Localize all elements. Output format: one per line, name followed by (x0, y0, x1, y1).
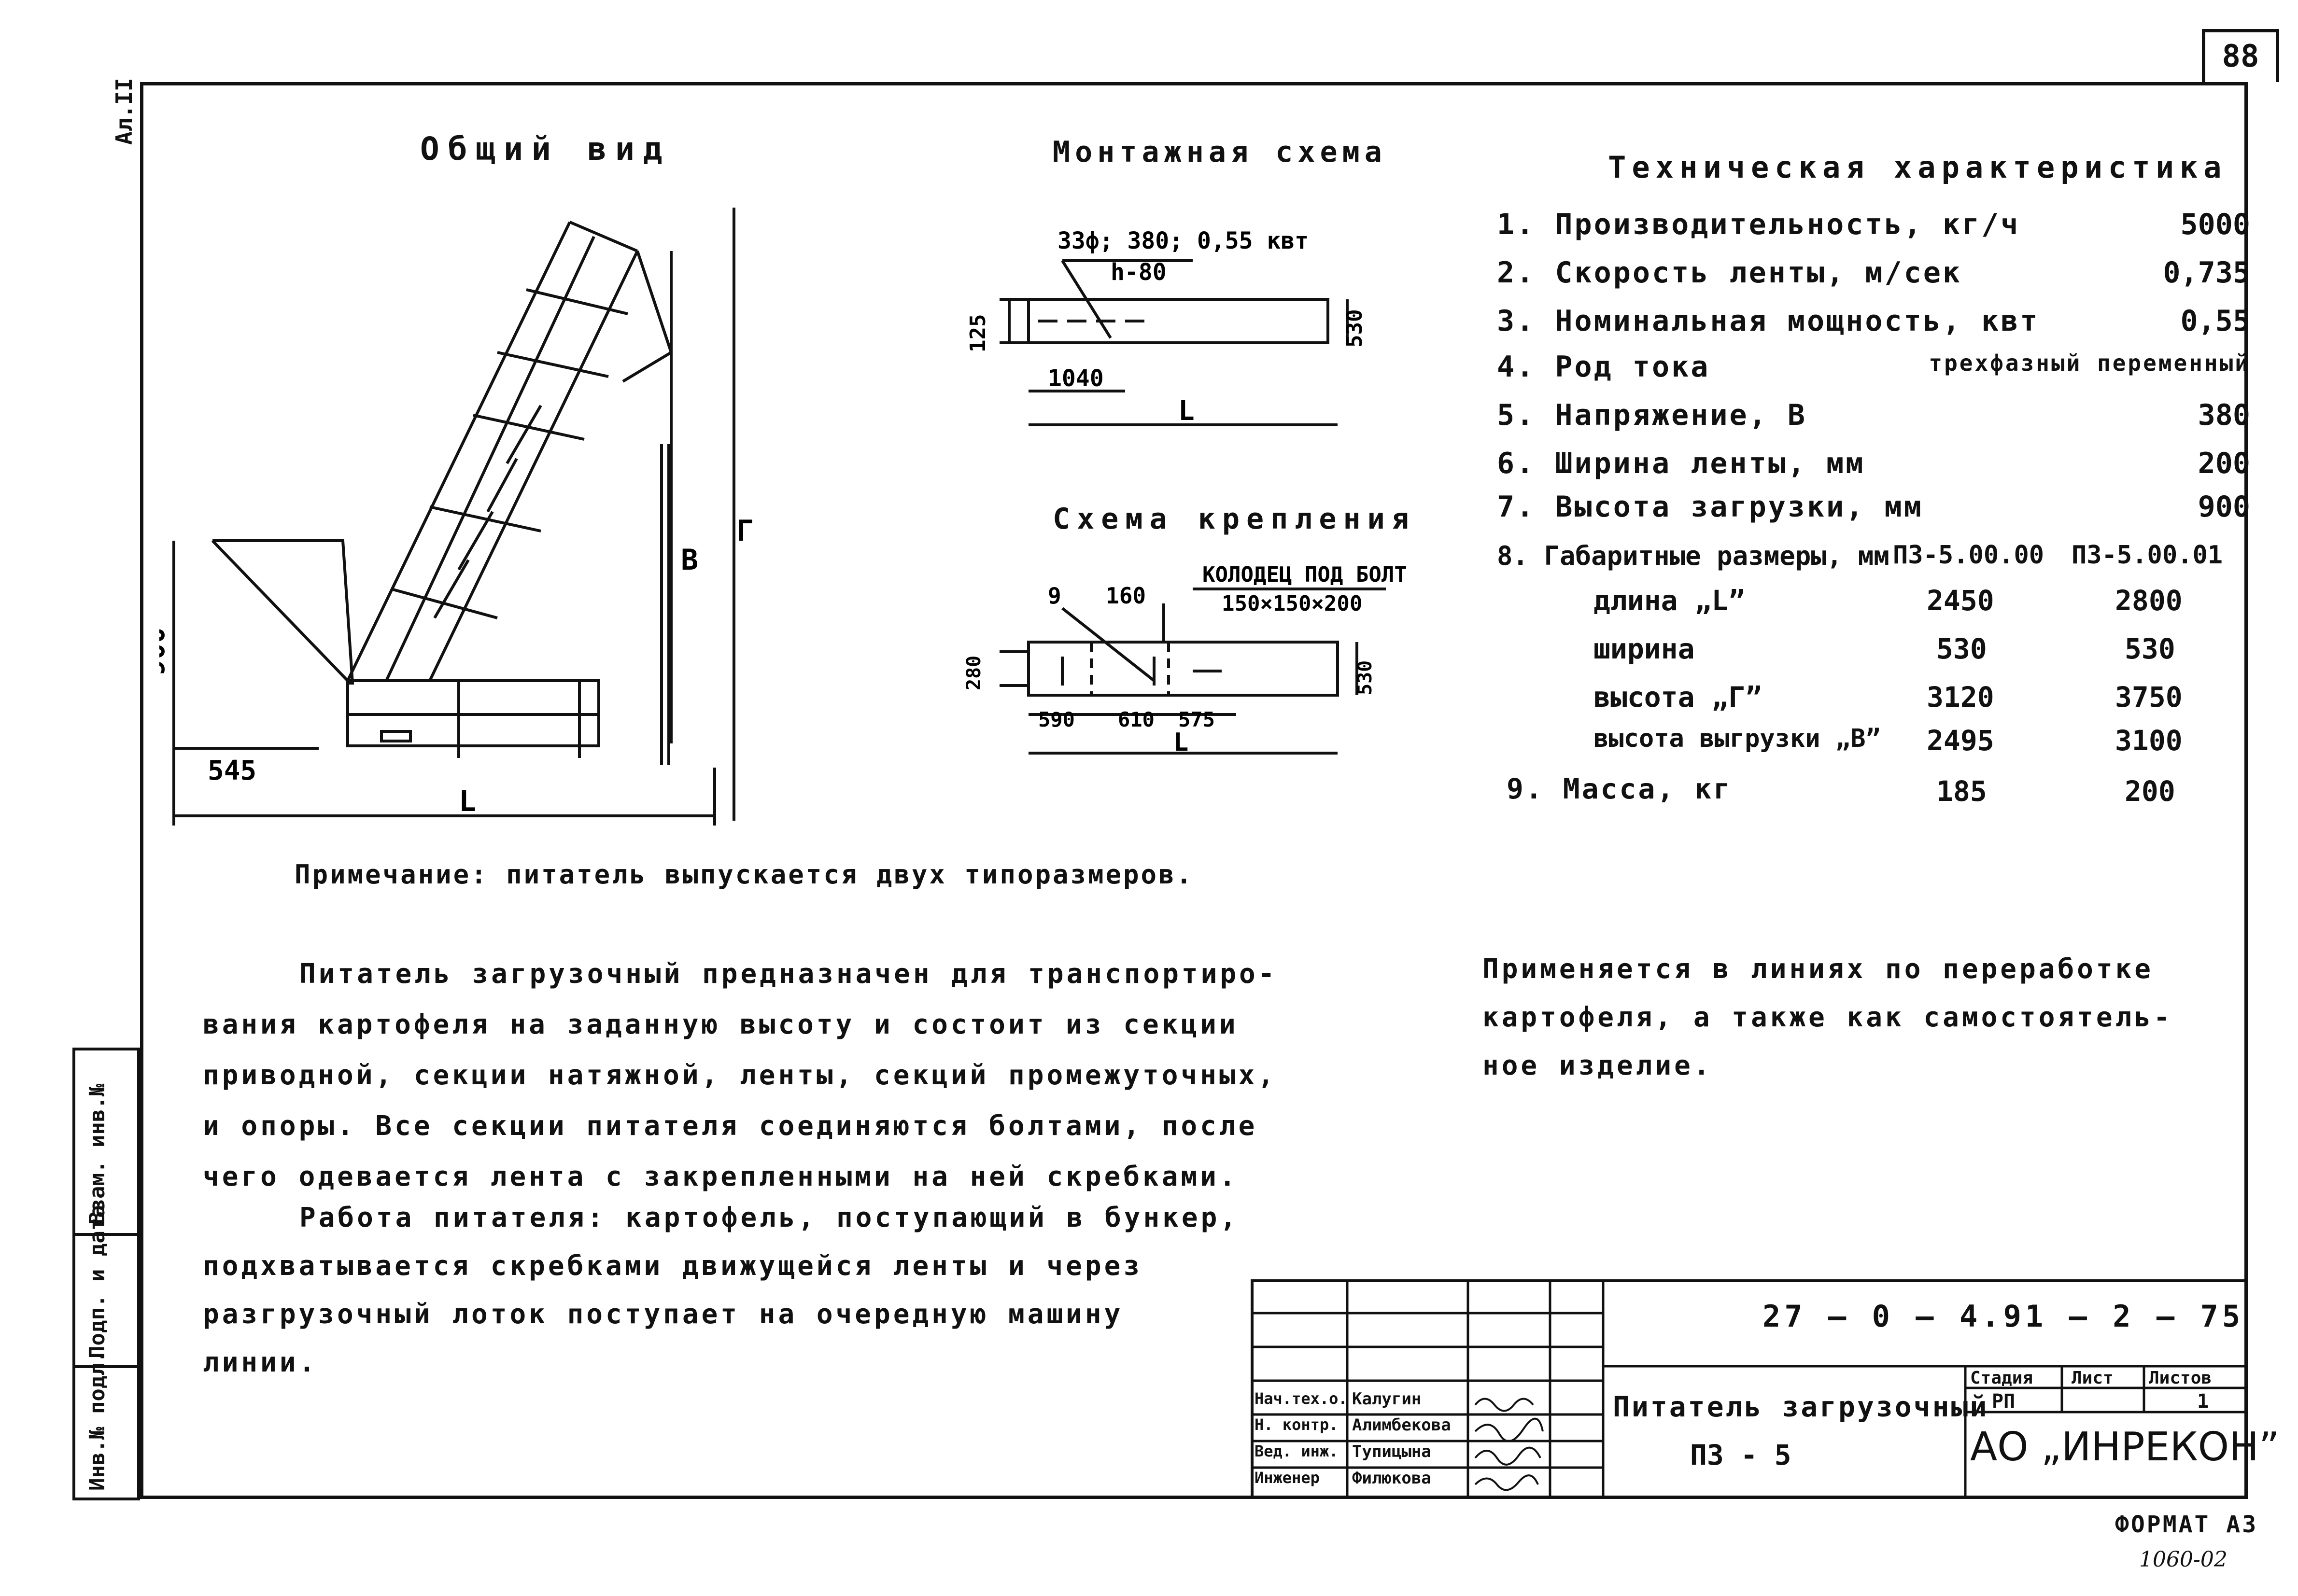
dim-9: 9 (1048, 583, 1061, 609)
hopper-outline (212, 539, 354, 685)
dim-G: Г (736, 514, 754, 548)
corner-note: Ал.II (111, 78, 137, 145)
drawing-frame (140, 82, 2248, 1499)
sheet-number: 88 (2202, 29, 2279, 82)
title-block-grid (1251, 1279, 2248, 1499)
sheet-header: Лист (2072, 1368, 2114, 1388)
note: Примечание: питатель выпускается двух ти… (295, 859, 1194, 890)
dims-row: ширина (1593, 632, 1695, 665)
stage-value: РП (1992, 1390, 2016, 1413)
side-stamp-cell-1: Взам. инв.№ (72, 1048, 140, 1236)
product-code: П3 - 5 (1690, 1439, 1791, 1471)
motor-note: 3Зф; 380; 0,55 квт (1057, 227, 1309, 254)
dims-col1: П3-5.00.00 (1893, 541, 2044, 570)
dim-280: 280 (963, 656, 985, 690)
dims-row: высота „Г” (1593, 681, 1762, 714)
stage-header: Стадия (1970, 1368, 2033, 1388)
dim-L-fixing: L (1173, 728, 1188, 757)
dims-label: 8. Габаритные размеры, мм (1497, 541, 1889, 571)
dim-545: 545 (208, 755, 256, 786)
fixing-scheme-title: Схема крепления (1053, 502, 1416, 536)
fixing-scheme-drawing: КОЛОДЕЦ ПОД БОЛТ М12 150×150×200 9 160 2… (963, 562, 1410, 757)
side-stamp-cell-2: Подп. и дата (72, 1205, 140, 1368)
dim-575: 575 (1178, 708, 1215, 731)
dim-590: 590 (1038, 708, 1075, 731)
tech-title: Техническая характеристика (1608, 150, 2228, 185)
dim-L: L (459, 784, 476, 818)
well-note-1: КОЛОДЕЦ ПОД БОЛТ М12 (1202, 562, 1410, 587)
archive-number: 1060-02 (2139, 1547, 2228, 1572)
dims-row: высота выгрузки „В” (1593, 724, 1881, 753)
general-view-title: Общий вид (420, 130, 671, 168)
mass-label: 9. Масса, кг (1507, 772, 1733, 805)
dim-900: 900 (159, 627, 171, 676)
motor-sub: h-80 (1111, 259, 1167, 286)
doc-code: 27 – 0 – 4.91 – 2 – 75 (1762, 1299, 2244, 1334)
well-note-2: 150×150×200 (1222, 591, 1362, 616)
side-stamp-cell-3: Инв.№ подл. (72, 1350, 140, 1500)
dim-160: 160 (1106, 583, 1146, 609)
dims-col2: П3-5.00.01 (2072, 541, 2223, 570)
title-block (1251, 1279, 2248, 1499)
dim-B: В (681, 543, 698, 577)
format-label: ФОРМАТ А3 (2115, 1511, 2258, 1538)
company-name: АО „ИНРЕКОН” (1970, 1424, 2280, 1470)
product-name: Питатель загрузочный (1613, 1390, 1989, 1423)
sheets-value: 1 (2197, 1390, 2209, 1413)
dim-530-fixing: 530 (1354, 660, 1376, 695)
dim-1040: 1040 (1048, 365, 1104, 392)
dims-row: длина „L” (1593, 584, 1746, 617)
signatures (1474, 1398, 1544, 1491)
dim-125: 125 (966, 314, 990, 352)
mounting-scheme-drawing: 3Зф; 380; 0,55 квт h-80 125 530 1040 L (966, 227, 1367, 427)
dim-610: 610 (1118, 708, 1155, 731)
dim-L-mounting: L (1178, 395, 1195, 427)
general-view-drawing: 900 545 L В Г (159, 208, 754, 826)
mounting-scheme-title: Монтажная схема (1053, 135, 1387, 169)
sheets-header: Листов (2149, 1368, 2212, 1388)
dim-530: 530 (1342, 309, 1367, 348)
